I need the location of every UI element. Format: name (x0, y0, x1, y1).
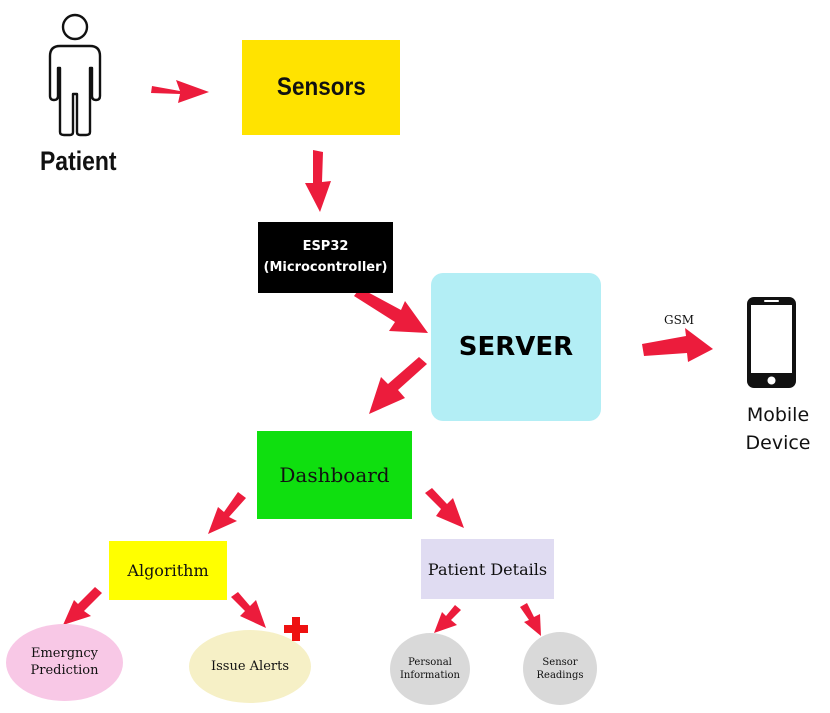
dashboard-label: Dashboard (279, 463, 390, 487)
emergency-line2: Prediction (30, 662, 99, 678)
emergency-prediction-node: Emergncy Prediction (6, 624, 123, 701)
patient-details-node: Patient Details (421, 539, 554, 599)
arrow-algorithm-to-alerts (231, 592, 266, 628)
personal-information-node: Personal Information (390, 633, 470, 705)
sensors-label: Sensors (276, 73, 366, 101)
personal-line1: Personal (408, 657, 452, 668)
patient-label: Patient (40, 146, 117, 176)
esp32-title: ESP32 (302, 239, 349, 255)
red-cross-icon (284, 617, 308, 641)
emergency-line1: Emergncy (30, 645, 99, 661)
gsm-label: GSM (664, 313, 695, 327)
smartphone-icon (747, 297, 796, 388)
mobile-device-label: Mobile Device (728, 401, 828, 457)
sensor-readings-node: Sensor Readings (523, 632, 597, 705)
sensors-node: Sensors (242, 40, 400, 135)
mobile-label-line1: Mobile (746, 404, 810, 426)
dashboard-node: Dashboard (257, 431, 412, 519)
arrow-dashboard-to-details (425, 488, 464, 528)
personal-line2: Information (399, 670, 460, 681)
issue-alerts-label: Issue Alerts (210, 659, 290, 674)
arrow-sensors-to-esp32 (305, 150, 331, 212)
issue-alerts-node: Issue Alerts (189, 630, 311, 703)
sensor-readings-line2: Readings (536, 669, 584, 681)
patient-details-label: Patient Details (427, 559, 548, 579)
sensor-readings-line1: Sensor (542, 656, 578, 668)
arrow-details-to-personal (434, 605, 461, 633)
mobile-label-line2: Device (745, 432, 811, 454)
server-label: SERVER (458, 332, 574, 362)
esp32-node: ESP32 (Microcontroller) (258, 222, 393, 293)
algorithm-label: Algorithm (127, 561, 209, 580)
algorithm-node: Algorithm (109, 541, 227, 600)
arrow-algorithm-to-emergency (63, 587, 102, 625)
arrow-server-to-dashboard (369, 357, 427, 414)
arrow-patient-to-sensors (151, 80, 209, 103)
person-outline-icon (48, 13, 102, 137)
arrow-server-to-mobile (642, 328, 713, 362)
esp32-subtitle: (Microcontroller) (263, 259, 388, 275)
arrow-dashboard-to-algorithm (208, 492, 246, 534)
arrow-esp32-to-server (354, 288, 428, 333)
server-node: SERVER (431, 273, 601, 421)
arrow-details-to-sensorreadings (520, 603, 541, 636)
